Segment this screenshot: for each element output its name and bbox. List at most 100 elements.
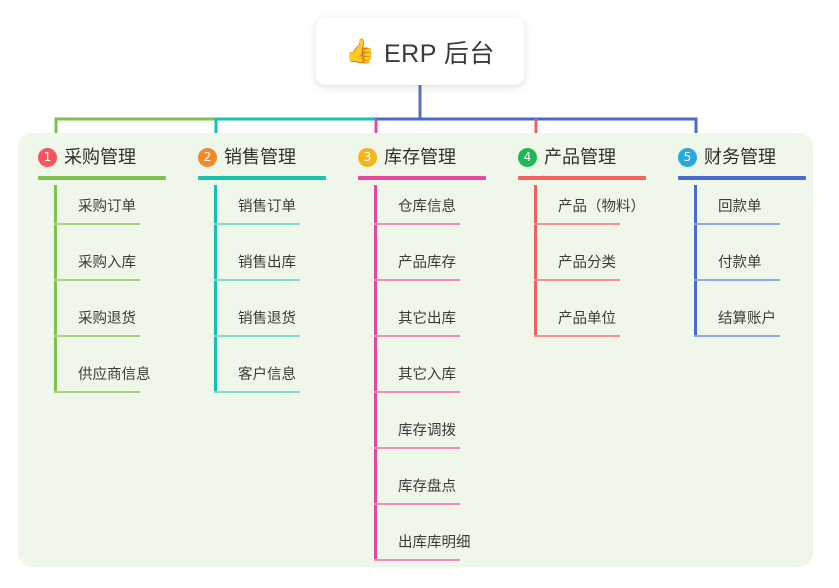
branch-item[interactable]: 其它入库 xyxy=(358,353,510,409)
branch-item-underline xyxy=(54,335,140,337)
branch-item[interactable]: 采购入库 xyxy=(38,241,190,297)
branch-column-2: 2 销售管理销售订单销售出库销售退货客户信息 xyxy=(198,143,350,409)
branch-underline xyxy=(198,176,326,180)
branch-item-underline xyxy=(694,279,780,281)
branch-item-label: 销售订单 xyxy=(238,199,296,215)
branch-stem xyxy=(374,185,377,561)
branch-item[interactable]: 采购订单 xyxy=(38,185,190,241)
branch-item-label: 结算账户 xyxy=(718,311,776,327)
branch-item-label: 销售退货 xyxy=(238,311,296,327)
branch-stem xyxy=(694,185,697,337)
branch-item-underline xyxy=(534,279,620,281)
branch-item-underline xyxy=(694,223,780,225)
branch-item[interactable]: 产品库存 xyxy=(358,241,510,297)
branch-number-badge: 1 xyxy=(38,148,57,167)
branch-item[interactable]: 销售退货 xyxy=(198,297,350,353)
branch-title: 产品管理 xyxy=(544,147,616,167)
branch-stem xyxy=(534,185,537,337)
branch-item[interactable]: 结算账户 xyxy=(678,297,830,353)
branch-number-badge: 4 xyxy=(518,148,537,167)
branch-item-underline xyxy=(694,335,780,337)
branch-item-underline xyxy=(374,559,460,561)
branch-item[interactable]: 供应商信息 xyxy=(38,353,190,409)
branch-column-4: 4 产品管理产品（物料） 产品分类产品单位 xyxy=(518,143,670,353)
branch-item[interactable]: 客户信息 xyxy=(198,353,350,409)
branch-item[interactable]: 其它出库 xyxy=(358,297,510,353)
branch-item-label: 供应商信息 xyxy=(78,367,151,383)
branches-panel: 1 采购管理采购订单采购入库采购退货供应商信息 2 销售管理销售订单销售出库销售退货客… xyxy=(18,133,813,567)
branch-item-underline xyxy=(214,335,300,337)
branch-item-list: 回款单付款单结算账户 xyxy=(678,185,830,353)
branch-number-badge: 5 xyxy=(678,148,697,167)
branch-item[interactable]: 仓库信息 xyxy=(358,185,510,241)
branch-item-label: 库存调拨 xyxy=(398,423,456,439)
branch-item-list: 采购订单采购入库采购退货供应商信息 xyxy=(38,185,190,409)
branch-item[interactable]: 付款单 xyxy=(678,241,830,297)
branch-item-underline xyxy=(374,335,460,337)
branch-item-label: 产品单位 xyxy=(558,311,616,327)
branch-item-underline xyxy=(374,279,460,281)
thumbs-up-icon: 👍 xyxy=(345,37,375,65)
branch-item[interactable]: 产品单位 xyxy=(518,297,670,353)
branch-item-label: 客户信息 xyxy=(238,367,296,383)
branch-item-list: 销售订单销售出库销售退货客户信息 xyxy=(198,185,350,409)
branch-item-underline xyxy=(54,279,140,281)
branch-item-label: 产品分类 xyxy=(558,255,616,271)
branch-header-1[interactable]: 1 采购管理 xyxy=(38,143,190,185)
branch-column-3: 3 库存管理仓库信息产品库存其它出库其它入库库存调拨库存盘点出库库明细 xyxy=(358,143,510,577)
branch-item-label: 产品（物料） xyxy=(558,199,645,215)
branch-item-underline xyxy=(214,391,300,393)
root-node-card[interactable]: 👍 ERP 后台 xyxy=(316,18,524,85)
branch-stem xyxy=(54,185,57,393)
branch-item-label: 产品库存 xyxy=(398,255,456,271)
branch-item-underline xyxy=(534,335,620,337)
branch-underline xyxy=(358,176,486,180)
branch-item-underline xyxy=(374,447,460,449)
branch-item[interactable]: 产品（物料） xyxy=(518,185,670,241)
branch-item-underline xyxy=(534,223,620,225)
branch-item-list: 仓库信息产品库存其它出库其它入库库存调拨库存盘点出库库明细 xyxy=(358,185,510,577)
branch-item[interactable]: 销售出库 xyxy=(198,241,350,297)
branch-item-label: 采购退货 xyxy=(78,311,136,327)
branch-header-2[interactable]: 2 销售管理 xyxy=(198,143,350,185)
branch-item-underline xyxy=(374,503,460,505)
branch-title: 财务管理 xyxy=(704,147,776,167)
branch-item-label: 其它入库 xyxy=(398,367,456,383)
branch-number-badge: 2 xyxy=(198,148,217,167)
branch-header-5[interactable]: 5 财务管理 xyxy=(678,143,830,185)
branch-item-label: 仓库信息 xyxy=(398,199,456,215)
branch-item[interactable]: 库存盘点 xyxy=(358,465,510,521)
branch-item-label: 出库库明细 xyxy=(398,535,471,551)
branch-item-label: 付款单 xyxy=(718,255,762,271)
branch-title: 库存管理 xyxy=(384,147,456,167)
branch-item[interactable]: 出库库明细 xyxy=(358,521,510,577)
branch-number-badge: 3 xyxy=(358,148,377,167)
branch-title: 销售管理 xyxy=(224,147,296,167)
branch-item[interactable]: 库存调拨 xyxy=(358,409,510,465)
branch-stem xyxy=(214,185,217,393)
branch-item-label: 其它出库 xyxy=(398,311,456,327)
branch-header-4[interactable]: 4 产品管理 xyxy=(518,143,670,185)
branch-item[interactable]: 采购退货 xyxy=(38,297,190,353)
branch-header-3[interactable]: 3 库存管理 xyxy=(358,143,510,185)
branch-item-underline xyxy=(54,391,140,393)
branch-item-label: 采购入库 xyxy=(78,255,136,271)
branch-column-1: 1 采购管理采购订单采购入库采购退货供应商信息 xyxy=(38,143,190,409)
branch-item-label: 采购订单 xyxy=(78,199,136,215)
branch-item[interactable]: 产品分类 xyxy=(518,241,670,297)
branch-underline xyxy=(518,176,646,180)
branch-underline xyxy=(38,176,166,180)
branch-item[interactable]: 回款单 xyxy=(678,185,830,241)
branch-underline xyxy=(678,176,806,180)
branch-item-label: 回款单 xyxy=(718,199,762,215)
branch-item[interactable]: 销售订单 xyxy=(198,185,350,241)
branch-item-underline xyxy=(214,223,300,225)
branch-item-underline xyxy=(374,391,460,393)
branch-item-list: 产品（物料） 产品分类产品单位 xyxy=(518,185,670,353)
branch-item-underline xyxy=(54,223,140,225)
branch-column-5: 5 财务管理回款单付款单结算账户 xyxy=(678,143,830,353)
branch-item-label: 销售出库 xyxy=(238,255,296,271)
branch-item-underline xyxy=(374,223,460,225)
branch-item-label: 库存盘点 xyxy=(398,479,456,495)
branch-title: 采购管理 xyxy=(64,147,136,167)
